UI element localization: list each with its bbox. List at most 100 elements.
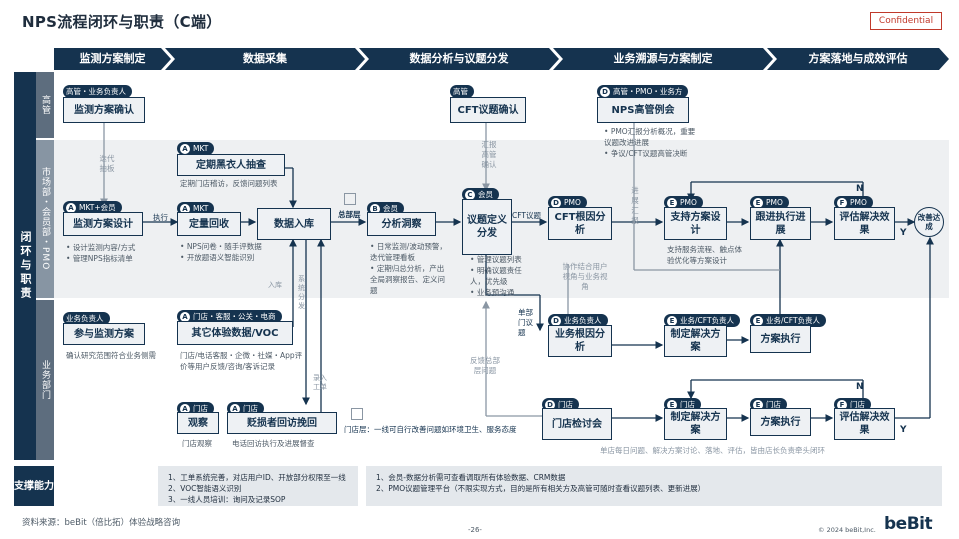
letter-icon: A bbox=[180, 311, 190, 322]
phase-5: 方案落地与成效评估 bbox=[767, 48, 949, 70]
letter-icon: B bbox=[370, 203, 380, 214]
box-nps-meeting[interactable]: NPS高管例会 bbox=[597, 97, 689, 123]
letter-icon: E bbox=[667, 399, 677, 410]
letter-icon: E bbox=[753, 315, 763, 326]
box-voc[interactable]: 其它体验数据/VOC bbox=[177, 321, 293, 345]
box-monitor-confirm[interactable]: 监测方案确认 bbox=[63, 97, 145, 123]
letter-icon: D bbox=[600, 86, 610, 97]
box-quant-collect[interactable]: 定量回收 bbox=[177, 212, 241, 236]
note-store-level: 门店层：一线可自行改善问题如环境卫生、服务态度 bbox=[344, 425, 517, 434]
label-sync: 系统分发 bbox=[298, 275, 305, 310]
box-follow-up[interactable]: 跟进执行进展 bbox=[750, 207, 811, 240]
letter-icon: A bbox=[180, 203, 190, 214]
confidential-badge: Confidential bbox=[870, 12, 942, 30]
phase-2: 数据采集 bbox=[165, 48, 365, 70]
note-participate: 确认研究范围符合业务侧需 bbox=[66, 351, 156, 360]
tag-exec-biz: 高管・业务负责人 bbox=[63, 85, 132, 98]
box-store-solution[interactable]: 制定解决方案 bbox=[664, 408, 727, 440]
phase-header: 监测方案制定 数据采集 数据分析与议题分发 业务溯源与方案制定 方案落地与成效评… bbox=[54, 48, 949, 70]
box-insight[interactable]: 分析洞察 bbox=[367, 212, 436, 236]
note-design: 设计监测内容/方式管理NPS指标清单 bbox=[66, 242, 166, 264]
letter-icon: C bbox=[465, 189, 475, 200]
box-revisit[interactable]: 贬损者回访挽回 bbox=[227, 412, 337, 434]
box-store-execute[interactable]: 方案执行 bbox=[750, 408, 811, 436]
box-store-evaluate[interactable]: 评估解决效果 bbox=[834, 408, 895, 440]
box-make-solution[interactable]: 制定解决方案 bbox=[664, 325, 727, 357]
label-iterate: 迭代拍板 bbox=[99, 154, 115, 173]
footer-copyright: © 2024 beBit,Inc. bbox=[818, 526, 876, 534]
phase-3: 数据分析与议题分发 bbox=[359, 48, 559, 70]
box-execute-plan[interactable]: 方案执行 bbox=[750, 325, 811, 353]
row-market-label: 市场部・会员部・PMO bbox=[36, 140, 54, 298]
footer-source: 资料来源：beBit（倍比拓）体验战略咨询 bbox=[22, 518, 181, 528]
label-feedback: 反馈总部层问题 bbox=[470, 356, 500, 375]
note-observe: 门店观察 bbox=[182, 439, 212, 448]
circle-achieved: 改善达成 bbox=[914, 207, 944, 237]
page-title: NPS流程闭环与职责（C端） bbox=[22, 13, 222, 31]
letter-icon: F bbox=[837, 399, 847, 410]
support-label: 支撑能力 bbox=[14, 466, 54, 506]
phase-1: 监测方案制定 bbox=[54, 48, 171, 70]
box-data-storage[interactable]: 数据入库 bbox=[257, 208, 331, 240]
phase-4: 业务溯源与方案制定 bbox=[553, 48, 773, 70]
box-cft-confirm[interactable]: CFT议题确认 bbox=[450, 97, 526, 123]
label-coord: 协作结合用户视角与业务视角 bbox=[562, 262, 608, 291]
tag-biz-owner: 业务负责人 bbox=[63, 312, 110, 325]
letter-icon: A bbox=[66, 202, 76, 213]
box-issue-define[interactable]: 议题定义分发 bbox=[462, 199, 512, 255]
box-observe[interactable]: 观察 bbox=[177, 412, 219, 434]
letter-icon: A bbox=[180, 143, 190, 154]
box-store-review[interactable]: 门店检讨会 bbox=[542, 408, 612, 440]
label-progress: 进展汇报 bbox=[631, 186, 639, 225]
note-support: 支持服务流程、触点体验优化等方案设计 bbox=[667, 245, 742, 265]
row-main-label: 闭环与职责 bbox=[14, 72, 36, 460]
note-insight: 日常监测/波动预警，迭代管理看板定期归总分析，产出全局洞察报告、定义问题 bbox=[370, 241, 450, 296]
letter-icon: E bbox=[753, 197, 763, 208]
box-cft-root[interactable]: CFT根因分析 bbox=[548, 207, 612, 240]
label-yes: Y bbox=[900, 228, 907, 238]
note-mystery: 定期门店稽访，反馈问题列表 bbox=[180, 179, 278, 188]
letter-icon: D bbox=[551, 197, 561, 208]
box-support-design[interactable]: 支持方案设计 bbox=[664, 207, 727, 240]
footer-page: -26- bbox=[468, 526, 482, 534]
box-participate[interactable]: 参与监测方案 bbox=[63, 323, 145, 345]
building-icon bbox=[344, 193, 356, 205]
note-revisit: 电话回访执行及进展督查 bbox=[232, 439, 315, 448]
note-store-loop: 单店每日问题、解决方案讨论、落地、评估，皆由店长负责牵头闭环 bbox=[600, 446, 825, 455]
label-store-in: 录入工单 bbox=[313, 374, 327, 391]
row-biz-label: 业务部门 bbox=[36, 300, 54, 460]
note-meeting: PMO汇报分析概况，重要议题改进进展争议/CFT议题高管决断 bbox=[604, 126, 699, 159]
store-icon bbox=[351, 408, 363, 420]
label-yes-2: Y bbox=[900, 425, 907, 435]
label-cft: CFT议题 bbox=[512, 211, 542, 220]
letter-icon: A bbox=[230, 403, 240, 414]
box-mystery-shopper[interactable]: 定期黑衣人抽查 bbox=[177, 154, 285, 176]
letter-icon: E bbox=[667, 315, 677, 326]
letter-icon: F bbox=[837, 197, 847, 208]
box-monitor-design[interactable]: 监测方案设计 bbox=[63, 212, 143, 236]
tag-exec: 高管 bbox=[450, 85, 474, 98]
letter-icon: E bbox=[667, 197, 677, 208]
box-evaluate[interactable]: 评估解决效果 bbox=[834, 207, 895, 240]
note-issue: 管理议题列表明确议题责任人，优先级业务预沟通 bbox=[470, 254, 536, 298]
note-voc: 门店/电话客服・企微・社媒・App评价等用户反馈/咨询/客诉记录 bbox=[180, 351, 303, 371]
label-no: N bbox=[856, 184, 864, 194]
label-dept: 单部门议题 bbox=[518, 308, 533, 337]
box-biz-root[interactable]: 业务根因分析 bbox=[548, 325, 612, 357]
